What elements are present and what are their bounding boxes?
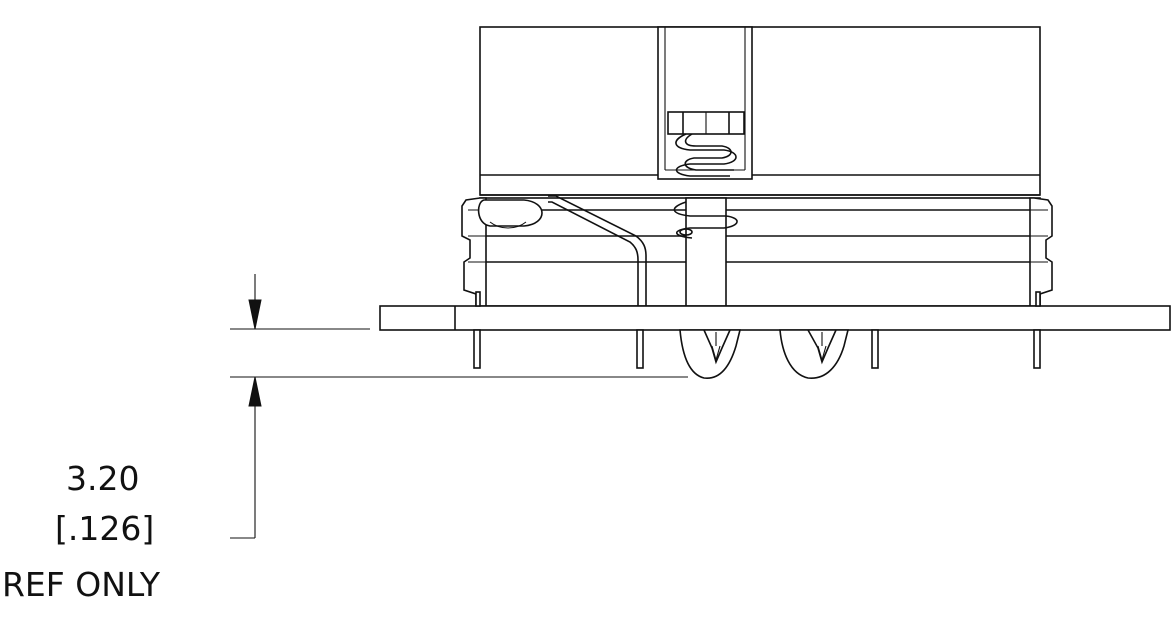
dimension-extension-lines [230,328,688,378]
dimension-note: REF ONLY [2,565,161,604]
snap-in-post-left [679,329,742,379]
pcb-board [379,305,1171,331]
bent-wire-lead [548,195,647,306]
oval-boss [477,199,543,229]
center-post [673,197,738,307]
upper-housing [479,26,1041,196]
dimension-inch-value: [.126] [55,512,154,545]
bracket-close: ] [141,509,155,548]
dimension-arrow-lower [230,376,262,539]
dimension-metric-value: 3.20 [66,459,140,498]
dimension-inch-number: .126 [67,509,142,548]
snap-in-post-right [779,329,850,379]
lower-housing [479,197,1041,307]
latch-channel [657,26,753,180]
left-side-clip [461,197,487,307]
bracket-open: [ [55,509,68,548]
screw-head [667,111,745,135]
through-hole-pins [473,291,1041,369]
right-side-clip [1029,197,1053,307]
spring-upper [675,133,737,177]
dimension-arrow-upper [248,274,262,330]
